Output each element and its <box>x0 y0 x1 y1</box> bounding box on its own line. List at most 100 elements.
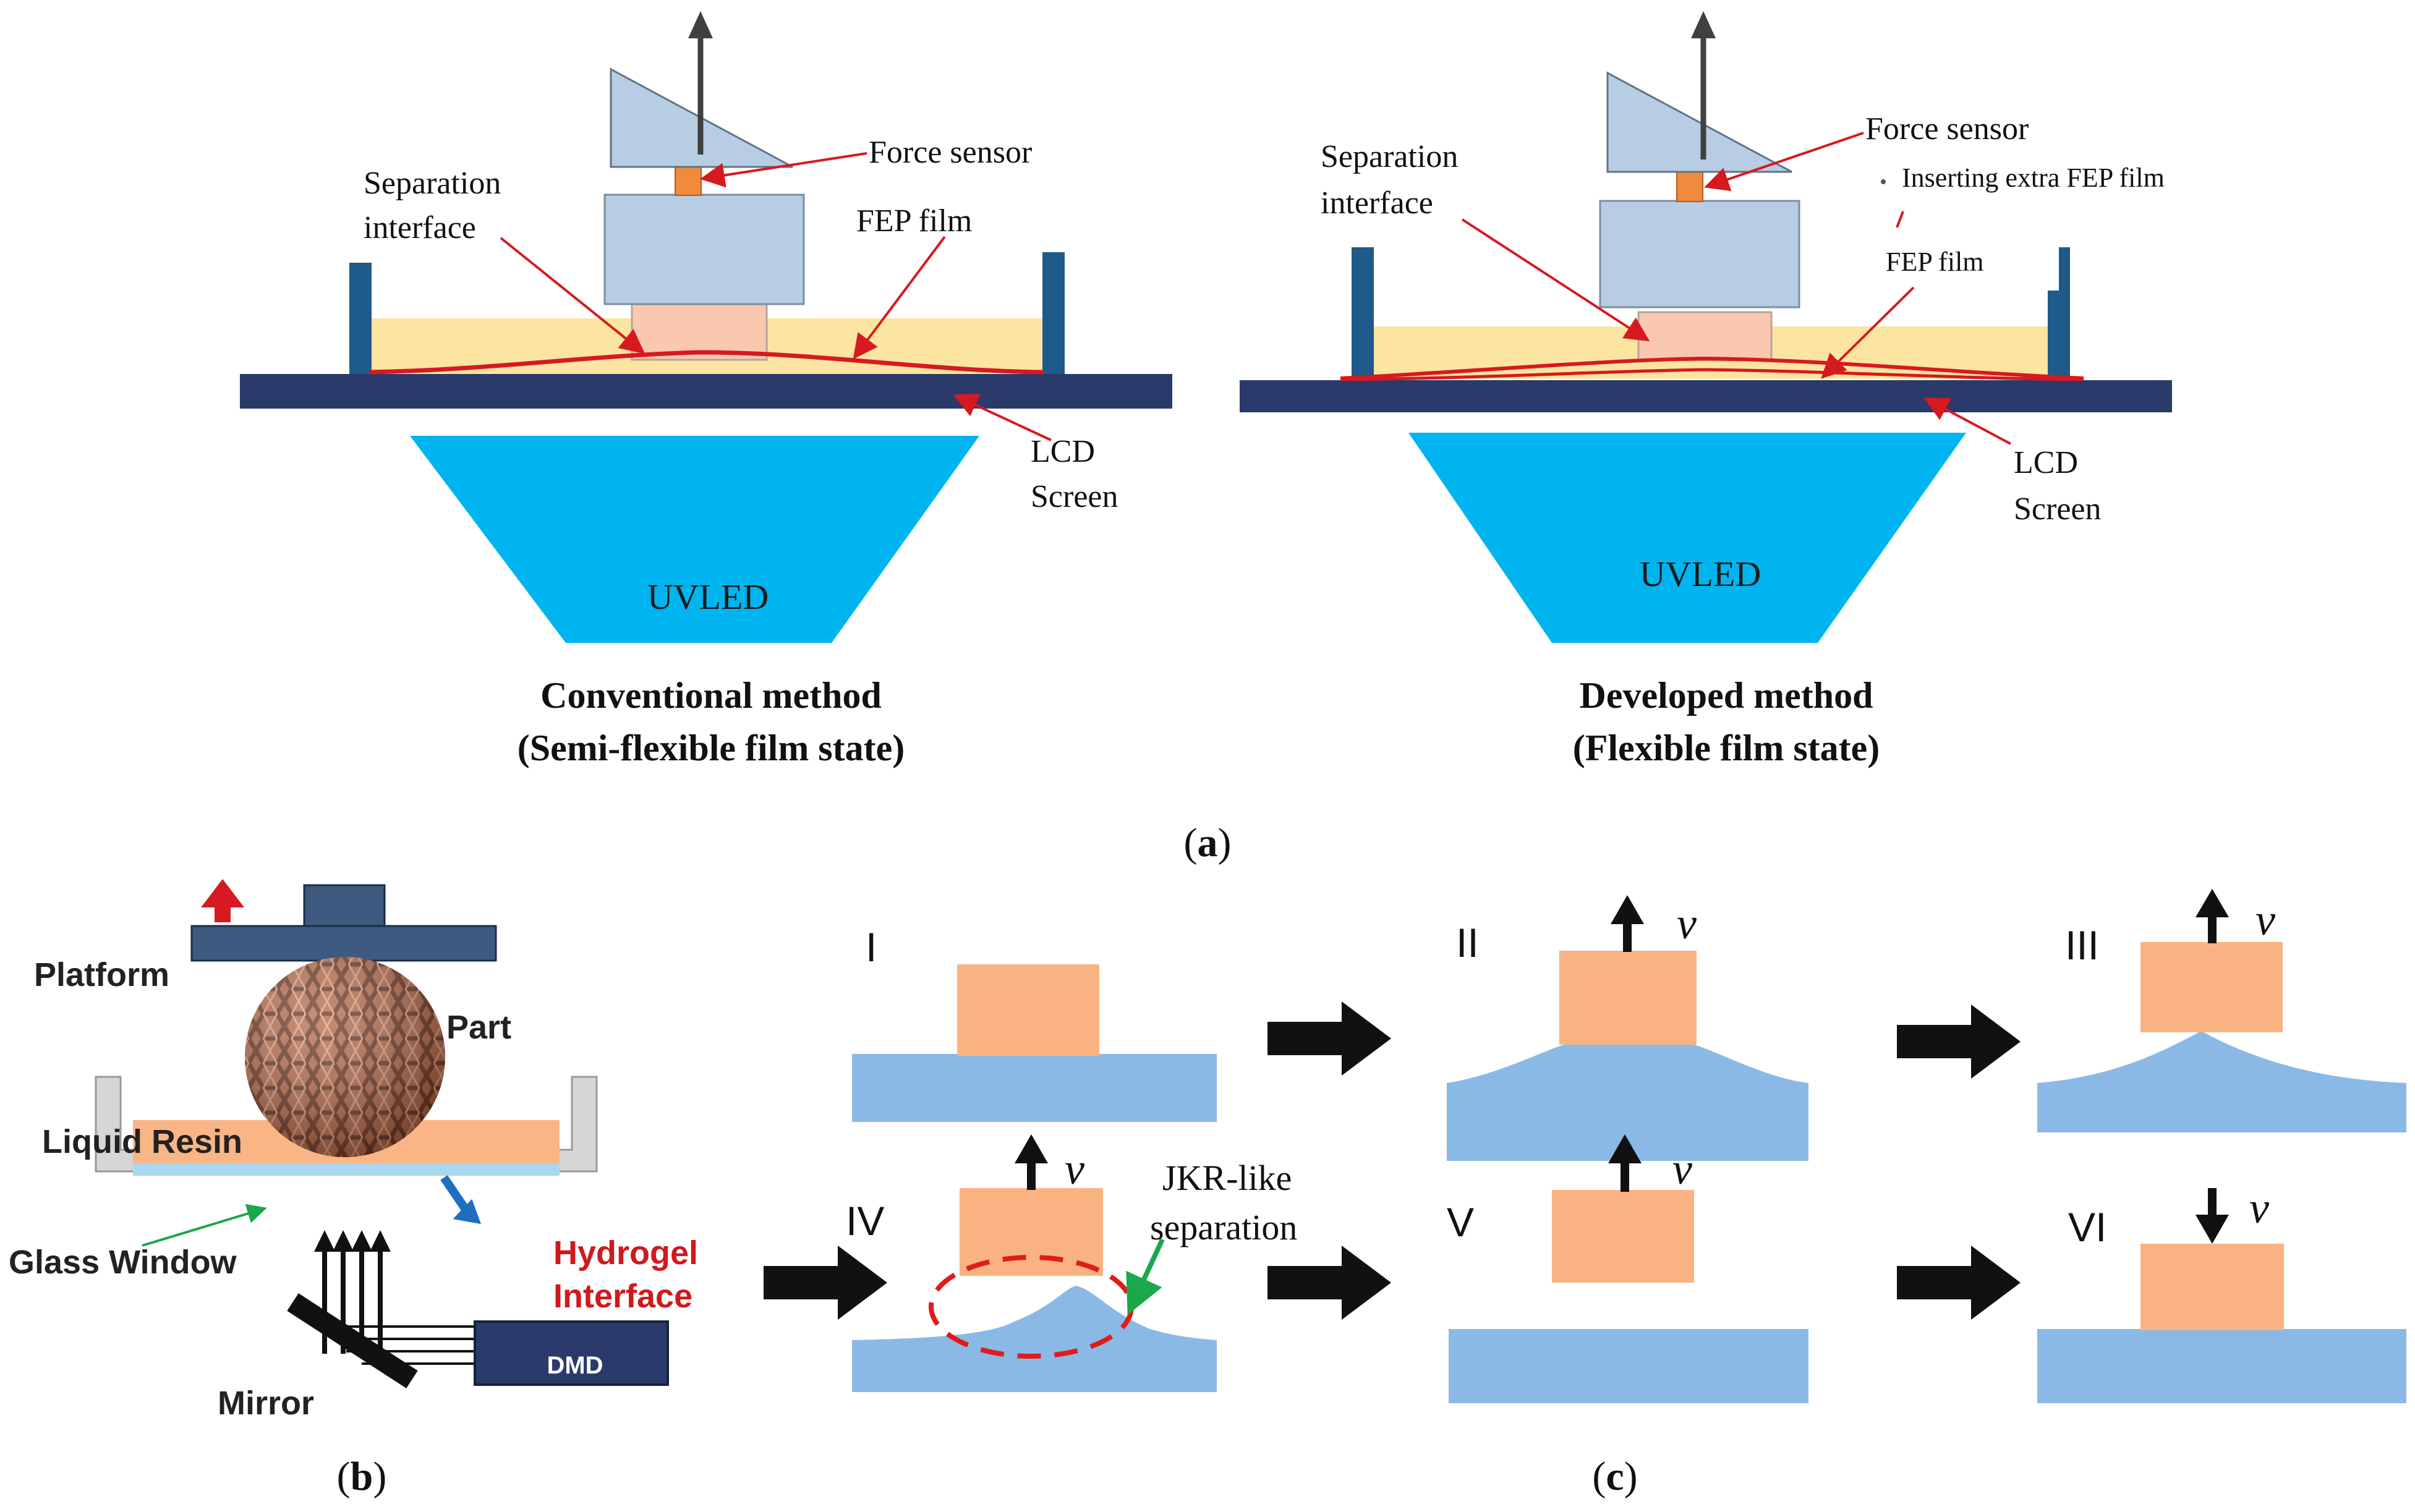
platform-plate <box>190 925 497 962</box>
force-sensor <box>1676 171 1703 202</box>
panel-letter-b: (b) <box>337 1454 387 1499</box>
flow-arrow-b-iv <box>764 1246 887 1320</box>
gel-substrate <box>1449 1329 1808 1403</box>
lattice-sphere <box>245 957 445 1157</box>
panel-letter-a-text: a <box>1198 820 1218 865</box>
panel-letter-c-text: c <box>1606 1454 1624 1499</box>
panel-letter-a: (a) <box>1184 820 1232 865</box>
hydrogel-arrow <box>453 1199 481 1225</box>
vat-wall-left <box>1352 247 1374 380</box>
block <box>957 964 1099 1056</box>
mirror <box>287 1293 418 1388</box>
glass-window <box>133 1163 560 1176</box>
housing-block <box>1599 200 1800 308</box>
label-glass-window: Glass Window <box>9 1244 237 1281</box>
svg-text:(c): (c) <box>1592 1454 1637 1499</box>
caption-developed: Developed method <box>1580 675 1873 716</box>
label-hydrogel: Hydrogel <box>553 1234 698 1272</box>
label-platform: Platform <box>34 956 169 993</box>
force-sensor <box>675 166 702 196</box>
velocity-v: v <box>1677 899 1697 948</box>
platform-up-arrow <box>201 879 244 922</box>
label-separation: separation <box>1150 1207 1297 1247</box>
label-separation: Separation <box>1321 139 1458 174</box>
label-jkr-like: JKR-like <box>1162 1158 1292 1198</box>
velocity-v: v <box>2249 1183 2269 1233</box>
velocity-arrow-down <box>2196 1215 2229 1244</box>
flow-arrows <box>764 1001 2021 1320</box>
fep-film <box>369 350 1044 375</box>
flow-arrow-ii-iii <box>1897 1004 2021 1079</box>
panel-letter-b-text: b <box>351 1454 373 1499</box>
flow-arrow-v-vi <box>1897 1246 2021 1320</box>
label-interface: interface <box>364 210 476 245</box>
label-interface: interface <box>1321 185 1433 221</box>
uvled-light <box>410 436 979 643</box>
label-liquid-resin: Liquid Resin <box>42 1123 242 1160</box>
block <box>2140 942 2283 1032</box>
velocity-arrow <box>2196 889 2229 917</box>
caption-semi-flexible: (Semi-flexible film state) <box>518 728 905 768</box>
label-mirror: Mirror <box>218 1385 314 1422</box>
label-force-sensor: Force sensor <box>1865 111 2029 147</box>
gel-substrate <box>2037 1329 2406 1403</box>
label-inserting-extra-fep: Inserting extra FEP film <box>1902 163 2165 193</box>
numeral-iii: III <box>2065 922 2099 968</box>
step-v: v V <box>1447 1134 1808 1403</box>
label-lcd: LCD <box>1031 434 1095 469</box>
numeral-iv: IV <box>846 1198 884 1244</box>
numeral-ii: II <box>1456 920 1479 966</box>
step-ii: v II <box>1447 895 1808 1161</box>
ray-arrowheads <box>314 1230 391 1252</box>
label-part: Part <box>446 1009 511 1046</box>
panel-b: DMD Platform Part Liquid Resin Glass Win… <box>9 879 698 1422</box>
vat-wall-right <box>1042 252 1065 379</box>
label-force-sensor: Force sensor <box>869 135 1032 170</box>
gel-substrate <box>852 1054 1217 1122</box>
fep-film <box>1340 368 2084 381</box>
block <box>2140 1244 2284 1330</box>
label-uvled: UVLED <box>1640 554 1761 594</box>
block <box>1559 951 1697 1045</box>
block <box>1552 1190 1694 1283</box>
extra-fep-film <box>1340 356 2084 380</box>
svg-text:(b): (b) <box>337 1454 387 1499</box>
lcd-screen <box>1240 380 2172 412</box>
label-dmd: DMD <box>547 1352 603 1379</box>
panel-letter-c: (c) <box>1592 1454 1637 1499</box>
step-iii: v III <box>2037 889 2406 1132</box>
label-interface: Interface <box>553 1278 692 1315</box>
gel-substrate <box>1447 1045 1808 1161</box>
vat-wall-left <box>349 263 372 379</box>
printed-part <box>1637 311 1773 362</box>
dmd-chip <box>474 1320 669 1386</box>
bullet-dot <box>1881 179 1886 184</box>
gel-substrate <box>852 1286 1217 1392</box>
wedge-block <box>1606 71 1792 173</box>
numeral-i: I <box>866 924 877 970</box>
panel-a-right: Force sensor Separation interface Insert… <box>1240 11 2172 768</box>
label-fep-film: FEP film <box>856 203 972 239</box>
uvled-light <box>1408 433 1966 643</box>
label-screen: Screen <box>1031 479 1118 514</box>
flow-arrow-i-ii <box>1267 1001 1391 1076</box>
vat-wall-right <box>2048 247 2070 380</box>
svg-text:(a): (a) <box>1184 820 1232 865</box>
label-fep-film: FEP film <box>1886 247 1984 277</box>
label-separation: Separation <box>364 166 501 201</box>
step-vi: v VI <box>2037 1183 2406 1403</box>
caption-flexible: (Flexible film state) <box>1573 728 1880 768</box>
lift-arrow <box>688 11 713 38</box>
label-screen: Screen <box>2014 491 2101 527</box>
label-uvled: UVLED <box>647 577 769 617</box>
panel-c: I v II v III v IV <box>764 889 2406 1403</box>
step-iv: v IV JKR-like separation <box>846 1134 1297 1392</box>
platform-stem <box>303 884 386 928</box>
step-i: I <box>852 924 1217 1122</box>
label-lcd: LCD <box>2014 445 2078 480</box>
gel-substrate <box>2037 1031 2406 1132</box>
velocity-v: v <box>1672 1144 1692 1194</box>
velocity-v: v <box>2255 895 2275 945</box>
velocity-arrow <box>1611 895 1644 924</box>
